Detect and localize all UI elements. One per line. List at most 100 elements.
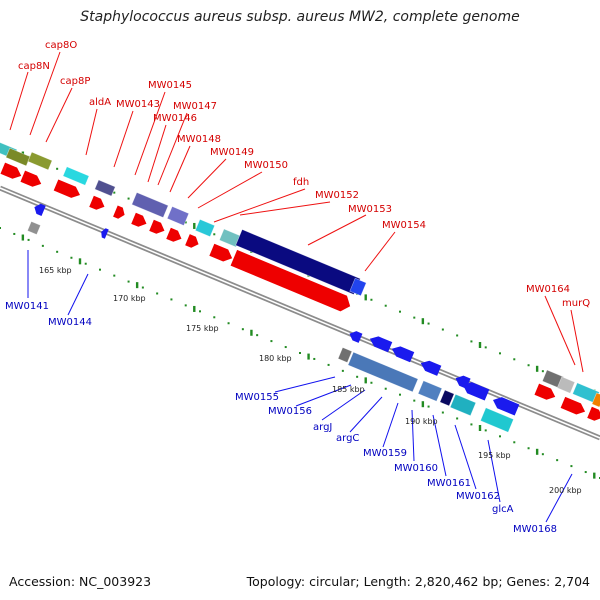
tick-dot [99,268,101,271]
gene-label-MW0159[interactable]: MW0159 [363,448,407,459]
tick-dot [470,340,473,343]
feature-orange-box [591,392,600,408]
forward-arrow [53,179,80,198]
tick-dot [27,238,30,241]
label-connector-line [321,389,366,421]
major-tick [193,222,196,229]
label-connector-line [545,473,573,523]
gene-label-MW0144[interactable]: MW0144 [48,317,92,328]
major-tick [21,234,25,241]
tick-dot [470,423,473,426]
tick-dot [127,280,130,283]
tick-dot [56,167,59,170]
label-connector-line [157,112,188,186]
tick-dot [441,328,444,331]
tick-dot [499,435,501,438]
genome-title: Staphylococcus aureus subsp. aureus MW2,… [80,9,520,25]
reverse-arrow [493,397,520,416]
tick-dot [227,322,230,325]
forward-arrow [560,396,586,415]
label-connector-line [147,124,167,183]
tick-dot [370,298,373,301]
tick-dot [341,369,344,372]
label-connector-line [307,214,367,246]
kbp-label-175: 175 kbp [186,324,219,333]
gene-label-MW0152[interactable]: MW0152 [315,190,359,201]
tick-dot [213,233,216,236]
tick-dot [513,358,516,361]
tick-dot [213,316,216,319]
major-tick [421,318,425,325]
tick-dot [456,417,459,420]
label-connector-line [382,402,399,448]
forward-arrow [230,249,351,312]
label-connector-line [197,171,263,209]
gene-label-fdh[interactable]: fdh [293,177,309,188]
gene-label-MW0141[interactable]: MW0141 [5,301,49,312]
feature-fdh-box [235,229,361,295]
tick-dot [356,375,359,378]
gene-label-argJ[interactable]: argJ [313,422,332,433]
reverse-arrow [369,336,393,353]
feature-mw0154-box [349,277,367,297]
tick-dot [399,310,401,313]
tick-dot [13,232,16,235]
forward-arrow [185,234,199,248]
gene-label-MW0145[interactable]: MW0145 [148,80,192,91]
label-connector-line [85,108,98,156]
gene-label-MW0160[interactable]: MW0160 [394,463,438,474]
gene-label-MW0147[interactable]: MW0147 [173,101,217,112]
tick-dot [141,286,144,289]
major-tick [78,258,82,265]
gene-label-cap8N[interactable]: cap8N [18,61,50,72]
gene-label-MW0154[interactable]: MW0154 [382,220,426,231]
major-tick [307,353,310,360]
gene-label-MW0156[interactable]: MW0156 [268,406,312,417]
label-connector-line [432,414,447,477]
kbp-label-185: 185 kbp [332,385,365,394]
gene-label-cap8P[interactable]: cap8P [60,76,90,87]
gene-label-murQ[interactable]: murQ [562,298,590,309]
gene-label-MW0148[interactable]: MW0148 [177,134,221,145]
label-connector-line [570,309,584,373]
gene-label-MW0161[interactable]: MW0161 [427,478,471,489]
gene-label-MW0162[interactable]: MW0162 [456,491,500,502]
gene-label-MW0153[interactable]: MW0153 [348,204,392,215]
major-tick [364,294,367,301]
tick-dot [270,340,273,343]
tick-dot [184,221,187,224]
label-connector-line [544,295,576,366]
gene-label-MW0146[interactable]: MW0146 [153,113,197,124]
label-connector-line [239,201,331,216]
gene-label-MW0164[interactable]: MW0164 [526,284,570,295]
label-connector-line [349,396,383,433]
tick-dot [427,405,430,408]
reverse-arrow [34,203,46,217]
tick-dot [384,387,387,390]
gene-label-MW0150[interactable]: MW0150 [244,160,288,171]
gene-label-MW0149[interactable]: MW0149 [210,147,254,158]
gene-label-MW0143[interactable]: MW0143 [116,99,160,110]
gene-label-glcA[interactable]: glcA [492,504,514,515]
gene-label-argC[interactable]: argC [336,433,359,444]
feature-mw0147-box [194,218,216,238]
gene-label-MW0168[interactable]: MW0168 [513,524,557,535]
kbp-label-180: 180 kbp [259,354,292,363]
feature-mw0145-box [131,192,169,218]
reverse-arrow [420,360,442,376]
forward-arrow [89,195,105,210]
tick-dot [413,316,416,319]
tick-dot [584,471,587,474]
tick-dot [570,465,573,468]
gene-label-cap8O[interactable]: cap8O [45,40,77,51]
gene-label-aldA[interactable]: aldA [89,97,111,108]
forward-arrow [0,162,22,179]
tick-dot [256,334,259,337]
tick-dot [70,256,73,259]
tick-dot [0,227,1,229]
label-connector-line [274,376,336,393]
gene-label-MW0155[interactable]: MW0155 [235,392,279,403]
tick-dot [313,357,316,360]
major-tick [535,448,539,455]
